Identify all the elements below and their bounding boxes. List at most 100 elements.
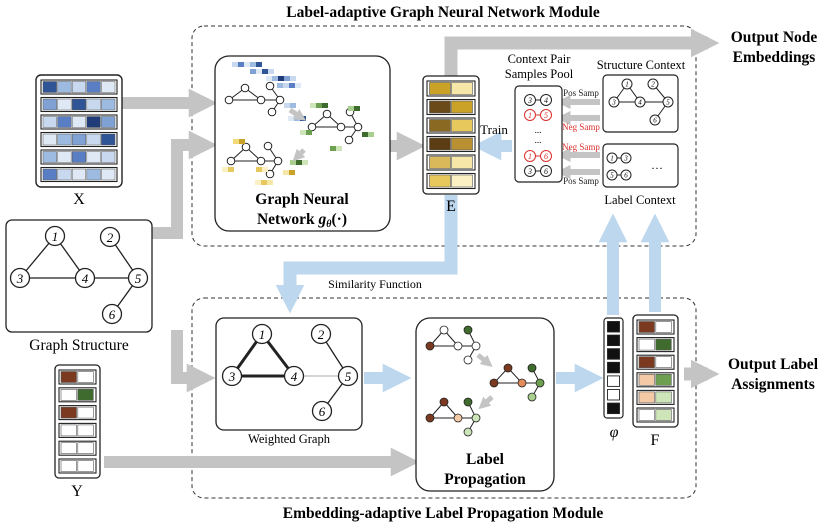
gnn-feature-cell [302, 160, 308, 165]
e-cell [429, 137, 451, 151]
svg-text:5: 5 [345, 369, 352, 384]
y-cell [60, 371, 77, 383]
svg-text:5: 5 [666, 99, 670, 107]
label-pos-samp-1: Pos Samp [563, 88, 599, 98]
phi-vector [603, 317, 624, 419]
pool-pair-node [524, 165, 536, 177]
svg-text:3: 3 [16, 271, 24, 286]
pool-pair-node [540, 94, 552, 106]
x-cell [71, 98, 87, 111]
gnn-feature-cell [336, 146, 342, 151]
x-cell [86, 81, 101, 93]
pool-pair-node [540, 165, 552, 177]
output-node-embeddings-line1: Output Node [731, 29, 818, 46]
e-cell [429, 156, 451, 169]
gnn-feature-cell [348, 106, 354, 111]
label-weighted-graph: Weighted Graph [248, 432, 331, 446]
gnn-feature-cell [262, 69, 268, 74]
gnn-feature-cell [239, 139, 245, 144]
f-cell [655, 356, 672, 369]
f-cell [655, 373, 672, 386]
f-cell [638, 409, 655, 421]
gnn-feature-cell [261, 180, 267, 185]
gnn-feature-cell [256, 62, 262, 67]
x-cell [42, 133, 57, 146]
svg-text:3: 3 [611, 99, 616, 107]
structure-context-title: Structure Context [597, 58, 686, 72]
gnn-feature-cell [290, 103, 296, 108]
pool-dots-2: ... [535, 135, 542, 145]
phi-cell [607, 402, 620, 415]
label-neg-samp-1: Neg Samp [562, 122, 600, 132]
gnn-title-line1: Graph Neural [255, 191, 349, 208]
pool-pair-node [524, 109, 536, 121]
x-cell [42, 168, 57, 181]
y-cell [60, 406, 77, 419]
x-cell [57, 81, 72, 93]
pool-pair-node-label: 6 [544, 152, 548, 161]
label-context-title: Label Context [604, 193, 676, 207]
output-node-embeddings-line2: Embeddings [733, 49, 816, 66]
pool-pair-node-label: 1 [528, 111, 532, 120]
gnn-feature-cell [272, 76, 278, 81]
x-cell [42, 151, 57, 163]
x-cell [57, 151, 72, 163]
svg-text:4: 4 [82, 271, 89, 286]
gnn-feature-cell [283, 83, 289, 88]
gnn-feature-cell [277, 83, 283, 88]
label-phi: φ [610, 424, 619, 441]
gnn-feature-cell [362, 132, 368, 137]
phi-cell [607, 389, 620, 401]
f-cell [638, 338, 655, 351]
output-label-assign-line1: Output Label [728, 356, 819, 373]
x-cell [42, 81, 57, 93]
pool-pair-node-label: 4 [544, 96, 548, 105]
y-cell [77, 460, 94, 472]
x-cell [101, 133, 116, 146]
f-cell [638, 321, 655, 333]
e-cell [429, 119, 451, 132]
y-cell [77, 388, 94, 401]
svg-text:6: 6 [653, 117, 657, 125]
x-cell [71, 151, 87, 163]
x-cell [86, 116, 101, 128]
label-graph-structure: Graph Structure [29, 337, 129, 354]
svg-text:6: 6 [109, 307, 116, 322]
f-cell [655, 338, 672, 351]
svg-text:1: 1 [259, 327, 266, 342]
x-cell [86, 133, 101, 146]
pool-pair-node-label: 5 [544, 111, 548, 120]
gnn-feature-cell [289, 170, 295, 175]
gnn-feature-cell [290, 160, 296, 165]
structure-context-box: 1 2 3 4 5 6 [602, 74, 679, 133]
pool-pair-node [540, 109, 552, 121]
gnn-feature-cell [250, 62, 256, 67]
svg-text:1: 1 [610, 155, 614, 163]
svg-text:4: 4 [638, 99, 642, 107]
label-context-ellipsis: … [651, 158, 663, 172]
y-cell [77, 442, 94, 455]
label-train: Train [480, 122, 508, 137]
gnn-box [214, 55, 391, 232]
label-neg-samp-2: Neg Samp [562, 142, 600, 152]
gnn-feature-cell [322, 103, 328, 108]
svg-text:2: 2 [651, 81, 655, 89]
gnn-feature-cell [233, 139, 239, 144]
graph-structure: 1 2 3 4 5 6 [5, 219, 153, 333]
x-cell [57, 133, 72, 146]
pool-pair-node-label: 3 [527, 96, 532, 105]
gnn-feature-cell [222, 167, 228, 172]
output-label-assign-line2: Assignments [731, 376, 815, 393]
label-f: F [651, 432, 660, 449]
phi-cell [607, 375, 620, 387]
arrow-graph-to-gnn [152, 130, 218, 239]
e-cell [429, 174, 451, 188]
gnn-feature-cell [300, 130, 306, 135]
e-cell [451, 174, 473, 188]
f-cell [638, 356, 655, 369]
pool-title-line2: Samples Pool [505, 67, 574, 81]
arrow-similarity [275, 195, 458, 314]
x-cell [42, 116, 57, 128]
e-cell [451, 119, 473, 132]
